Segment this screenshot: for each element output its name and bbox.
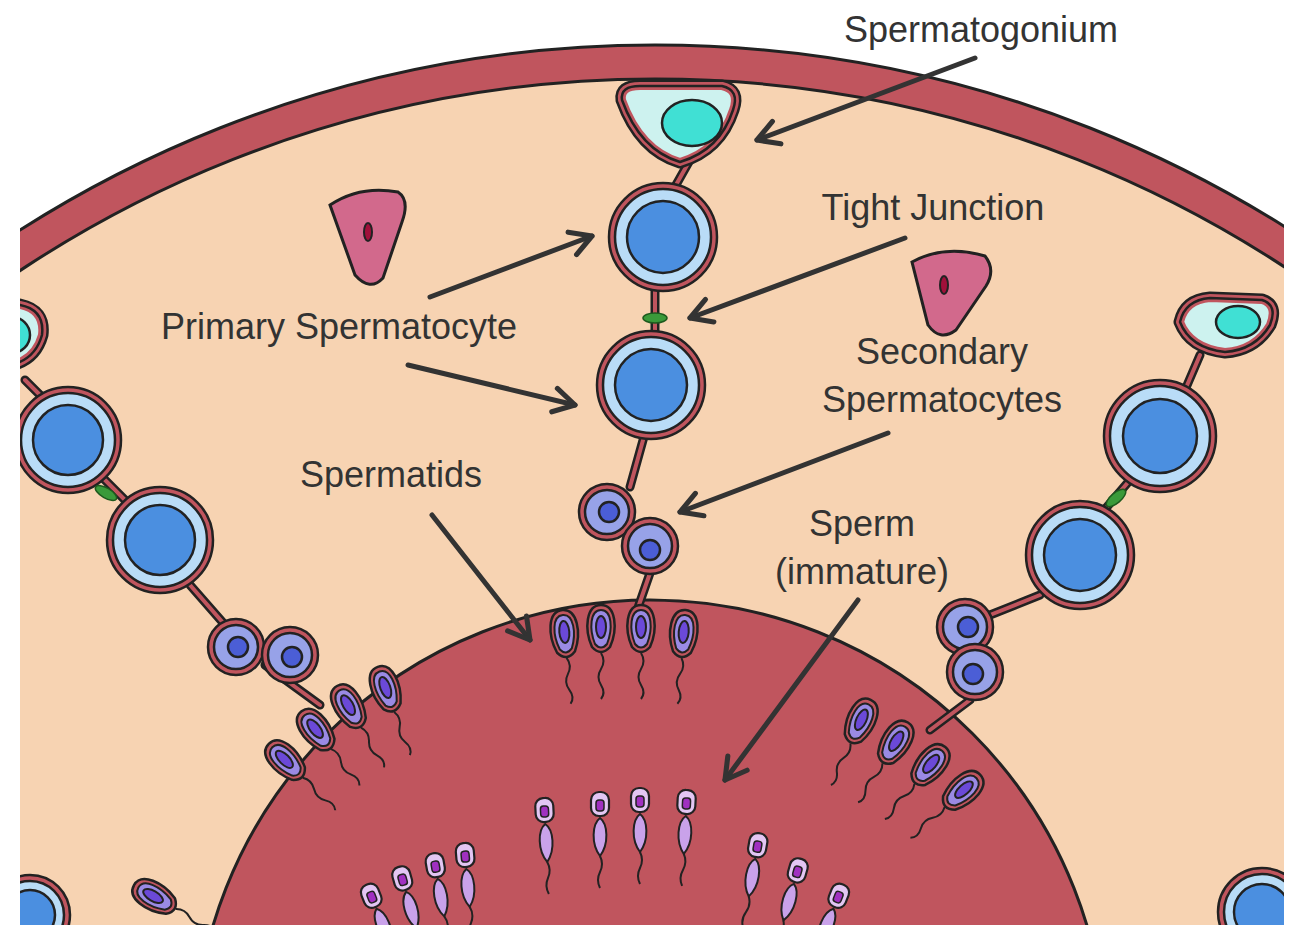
sertoli-stalks	[25, 160, 1200, 730]
part-label: Secondary Spermatocytes	[802, 328, 1082, 424]
spermatid-cell	[127, 605, 989, 925]
immature-sperm	[358, 788, 851, 925]
primary-spermatocyte-cell	[20, 183, 1284, 925]
tubule-wall	[20, 79, 1284, 925]
part-label: Tight Junction	[822, 184, 1045, 232]
basement-membrane	[20, 45, 1284, 925]
lumen	[194, 600, 1106, 925]
part-label: Spermatids	[300, 451, 482, 499]
part-label: Primary Spermatocyte	[161, 303, 517, 351]
part-label: Sperm (immature)	[752, 500, 972, 596]
spermatogonium-cell	[20, 86, 1273, 365]
part-label: Spermatogonium	[844, 6, 1118, 54]
secondary-spermatocyte-cell	[208, 484, 1003, 700]
